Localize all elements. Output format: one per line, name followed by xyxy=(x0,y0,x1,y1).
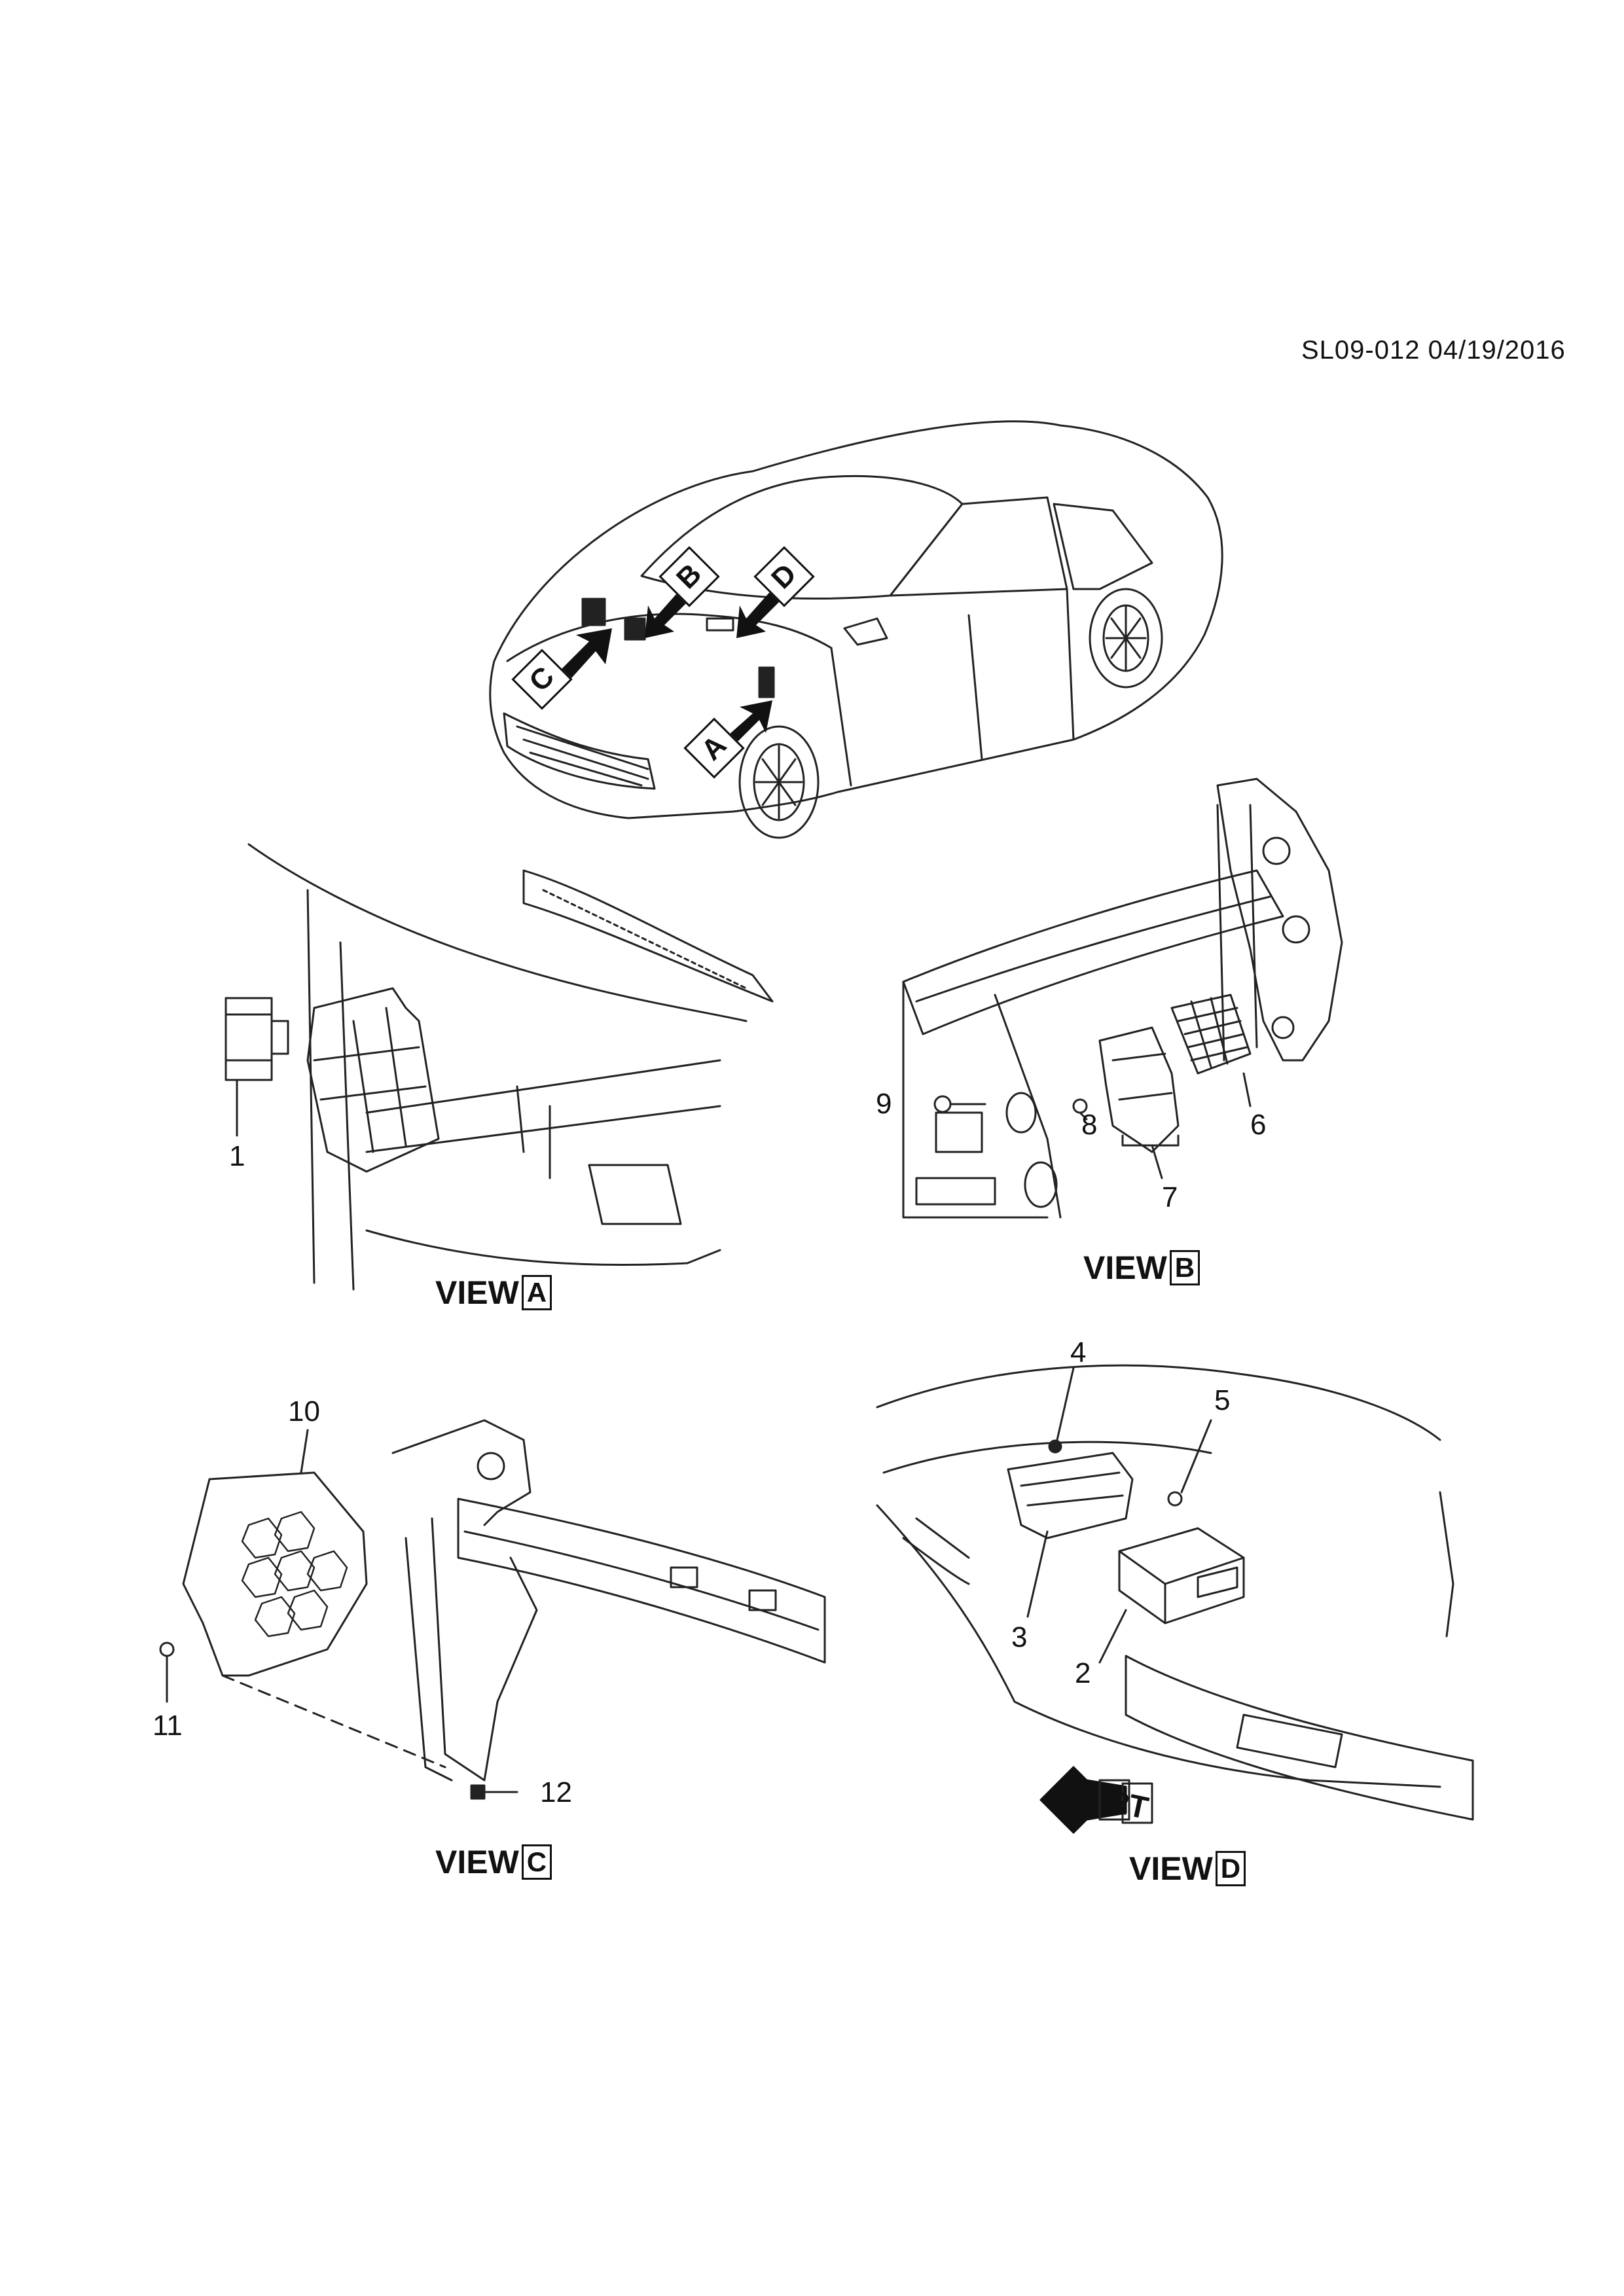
view-a-caption: VIEW A xyxy=(435,1275,552,1310)
view-d-word: VIEW xyxy=(1129,1850,1213,1887)
view-c-caption: VIEW C xyxy=(435,1844,552,1880)
view-b-word: VIEW xyxy=(1083,1249,1167,1286)
view-a-letter: A xyxy=(521,1275,552,1310)
callout-8: 8 xyxy=(1081,1109,1098,1141)
callout-7: 7 xyxy=(1162,1181,1178,1213)
reference-code: SL09-012 04/19/2016 xyxy=(1301,336,1566,365)
view-c-letter: C xyxy=(521,1844,552,1880)
view-a-illustration xyxy=(225,843,774,1291)
view-d-letter: D xyxy=(1215,1851,1246,1886)
callout-4: 4 xyxy=(1070,1336,1087,1369)
callout-1: 1 xyxy=(229,1140,245,1172)
view-b-letter: B xyxy=(1169,1250,1200,1285)
view-c-illustration xyxy=(159,1419,826,1800)
callout-5: 5 xyxy=(1214,1384,1231,1416)
view-b-caption: VIEW B xyxy=(1083,1250,1200,1285)
callout-6: 6 xyxy=(1250,1109,1267,1141)
view-a-word: VIEW xyxy=(435,1274,519,1311)
callout-10: 10 xyxy=(288,1395,320,1427)
view-d-caption: VIEW D xyxy=(1129,1851,1246,1886)
callout-2: 2 xyxy=(1075,1657,1091,1689)
view-c-word: VIEW xyxy=(435,1844,519,1880)
view-b-illustration xyxy=(902,778,1343,1219)
view-d-illustration xyxy=(876,1364,1474,1834)
car-overview xyxy=(489,420,1223,839)
callout-3: 3 xyxy=(1011,1621,1028,1653)
callout-11: 11 xyxy=(153,1710,183,1742)
callout-9: 9 xyxy=(876,1088,892,1120)
callout-12: 12 xyxy=(540,1776,572,1808)
